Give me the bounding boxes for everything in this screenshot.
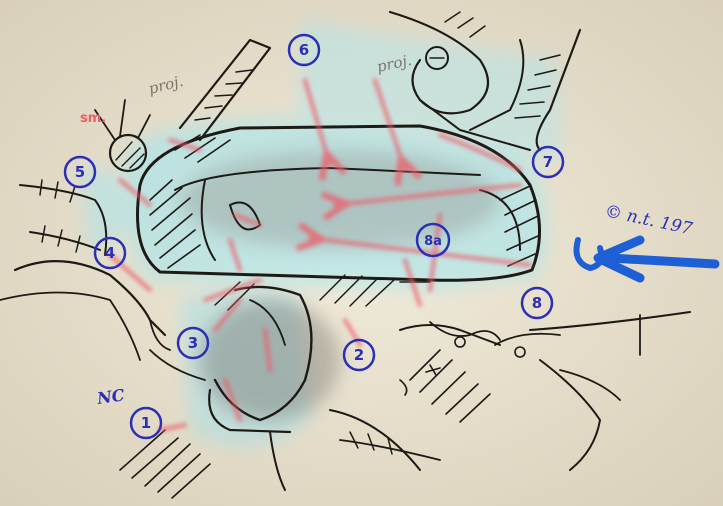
svg-text:7: 7 [543, 153, 553, 171]
svg-text:2: 2 [354, 346, 364, 364]
svg-text:6: 6 [299, 41, 309, 59]
svg-text:3: 3 [188, 334, 198, 352]
svg-text:5: 5 [75, 163, 85, 181]
svg-text:1: 1 [141, 414, 151, 432]
nc-label: NC [95, 385, 126, 408]
svg-text:4: 4 [105, 244, 115, 262]
svg-text:8: 8 [532, 294, 542, 312]
red-abbrev-label: sm. [80, 111, 106, 126]
svg-text:8a: 8a [424, 234, 442, 249]
